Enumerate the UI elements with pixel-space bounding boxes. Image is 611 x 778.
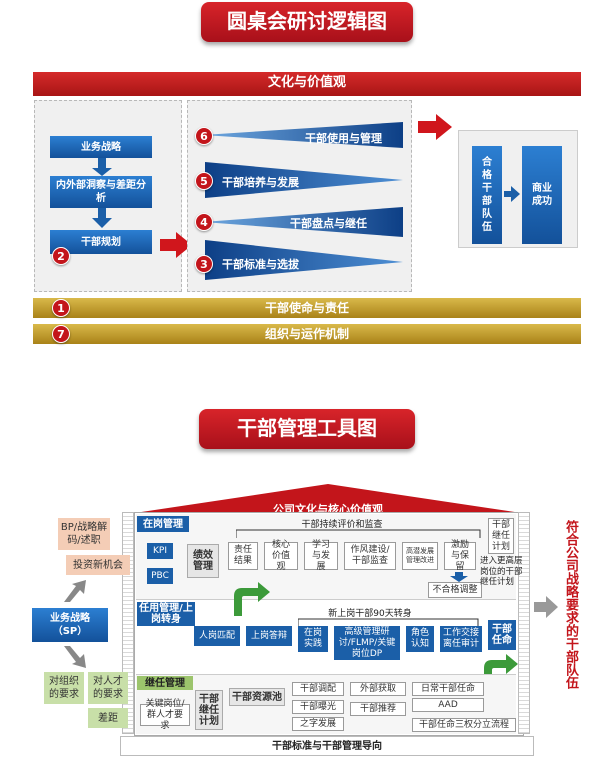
row1-item-1: 核心价值观 bbox=[264, 540, 298, 572]
roof bbox=[128, 484, 528, 514]
step-insight-gap: 内外部洞察与差距分析 bbox=[50, 176, 152, 208]
row3-item-4: 干部推荐 bbox=[350, 702, 406, 716]
wedge-label-4: 干部盘点与继任 bbox=[290, 217, 367, 230]
row3-plan-box: 干部继任计划 bbox=[195, 690, 223, 730]
perf-mgmt-box: 绩效管理 bbox=[187, 544, 219, 578]
unqualified-box: 不合格调整 bbox=[428, 582, 482, 598]
strategy-arrow-up bbox=[64, 580, 86, 602]
row1-succession-box: 干部继任计划 bbox=[488, 518, 514, 554]
row3-item-3: 干部曝光 bbox=[292, 700, 344, 714]
arrow-to-results bbox=[418, 114, 452, 140]
row2-item-3: 高级管理研讨/FLMP/关键岗位DP bbox=[334, 626, 400, 660]
row1-item-4: 高潜发展管理改进 bbox=[402, 542, 438, 570]
arrow-to-wedges bbox=[160, 232, 192, 258]
wedge-3 bbox=[205, 240, 403, 280]
diagram1-title: 圆桌会研讨逻辑图 bbox=[201, 2, 413, 42]
row3-item-7: 干部任命三权分立流程 bbox=[412, 718, 516, 732]
num-badge-5: 5 bbox=[195, 172, 213, 190]
row2-item-1: 上岗答辩 bbox=[246, 626, 292, 646]
row1-bracket bbox=[236, 529, 481, 538]
row1-header: 干部持续评价和监查 bbox=[301, 520, 383, 530]
green-arrow-bottom bbox=[484, 654, 518, 684]
row2-bracket bbox=[298, 618, 479, 626]
num-badge-6: 6 bbox=[195, 127, 213, 145]
culture-bar: 文化与价值观 bbox=[33, 72, 581, 96]
unqualified-arrow bbox=[450, 572, 468, 582]
row3-item-6: 之字发展 bbox=[292, 717, 344, 731]
row3-item-2: 日常干部任命 bbox=[412, 682, 484, 696]
bp-strategy-box: BP/战略解码/述职 bbox=[58, 518, 110, 550]
org-requirement-box: 对组织的要求 bbox=[44, 672, 84, 704]
wedge-5 bbox=[205, 162, 403, 198]
row1-item-2: 学习与发展 bbox=[304, 540, 338, 572]
num-badge-7: 7 bbox=[52, 325, 70, 343]
row1-item-3: 作风建设/干部监查 bbox=[344, 542, 396, 570]
arrow-to-success bbox=[504, 186, 520, 202]
left-down-arrows bbox=[92, 158, 112, 228]
row2-label: 任用管理/上岗转身 bbox=[137, 602, 195, 626]
wedge-6 bbox=[203, 122, 403, 148]
row2-item-0: 人岗匹配 bbox=[194, 626, 240, 646]
right-pillar bbox=[518, 512, 530, 734]
row3-item-0: 干部调配 bbox=[292, 682, 344, 696]
appoint-box: 干部任命 bbox=[488, 620, 516, 650]
wedge-label-5: 干部培养与发展 bbox=[222, 176, 299, 189]
row3-label: 继任管理 bbox=[137, 676, 193, 690]
row3-item-1: 外部获取 bbox=[350, 682, 406, 696]
new-investment-box: 投资新机会 bbox=[66, 555, 130, 575]
business-strategy-sp: 业务战略（SP） bbox=[32, 608, 108, 642]
strategy-arrow-down bbox=[64, 646, 86, 668]
result-qualified-team: 合格干部队伍 bbox=[472, 146, 502, 244]
num-badge-1: 1 bbox=[52, 299, 70, 317]
row1-item-5: 激励与保留 bbox=[444, 540, 476, 572]
key-position-box: 关键岗位/群人才要求 bbox=[140, 699, 190, 731]
down-arrow-1 bbox=[92, 158, 112, 176]
talent-requirement-box: 对人才的要求 bbox=[88, 672, 128, 704]
promote-note: 进入更高层岗位的干部继任计划 bbox=[480, 556, 523, 587]
step-business-strategy: 业务战略 bbox=[50, 136, 152, 158]
kpi-box: KPI bbox=[147, 543, 173, 559]
green-arrow-top bbox=[234, 582, 270, 616]
row3-item-5: AAD bbox=[412, 698, 484, 712]
wedge-4 bbox=[203, 207, 403, 237]
num-badge-2: 2 bbox=[52, 247, 70, 265]
row2-item-2: 在岗实践 bbox=[298, 626, 328, 652]
row2-header: 新上岗干部90天转身 bbox=[328, 609, 412, 619]
right-vertical-text: 符合公司战略要求的干部队伍 bbox=[563, 520, 578, 689]
row1-item-0: 责任结果 bbox=[228, 542, 258, 570]
gold-bar-1: 干部使命与责任 bbox=[33, 298, 581, 318]
diagram2-title: 干部管理工具图 bbox=[199, 409, 415, 449]
row1-label: 在岗管理 bbox=[137, 516, 189, 532]
gold-bar-7: 组织与运作机制 bbox=[33, 324, 581, 344]
wedge-label-6: 干部使用与管理 bbox=[305, 132, 382, 145]
pbc-box: PBC bbox=[147, 568, 173, 584]
result-business-success: 商业成功 bbox=[522, 146, 562, 244]
row2-item-4: 角色认知 bbox=[406, 626, 434, 652]
num-badge-4: 4 bbox=[195, 213, 213, 231]
base-bar: 干部标准与干部管理导向 bbox=[120, 736, 534, 756]
wedges bbox=[203, 122, 403, 280]
num-badge-3: 3 bbox=[195, 255, 213, 273]
talent-pool-box: 干部资源池 bbox=[229, 688, 285, 706]
gap-box: 差距 bbox=[88, 708, 128, 728]
row2-item-5: 工作交接离任审计 bbox=[440, 626, 482, 652]
output-arrow bbox=[534, 596, 558, 618]
down-arrow-2 bbox=[92, 208, 112, 228]
wedge-label-3: 干部标准与选拔 bbox=[222, 258, 299, 271]
